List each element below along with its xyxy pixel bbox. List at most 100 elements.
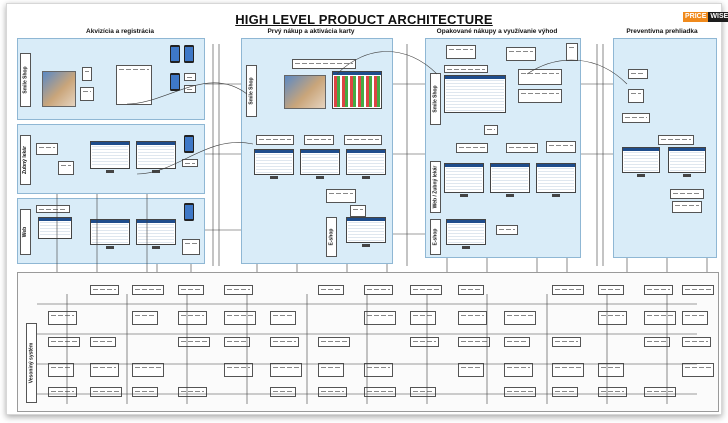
- store-badge-apple: [184, 73, 196, 81]
- monitor-stand: [362, 176, 370, 179]
- pricewise-logo: PRICE WISE: [683, 12, 728, 22]
- pos-screen: [332, 71, 382, 109]
- system-process-box: [410, 387, 436, 397]
- monitor-stand: [316, 176, 324, 179]
- registration-form: [116, 65, 152, 105]
- monitor-stand: [460, 194, 468, 197]
- flyer-card: [82, 67, 92, 81]
- system-process-box: [504, 363, 533, 377]
- system-process-box: [644, 285, 673, 295]
- email-note: [304, 135, 334, 145]
- checkup-note: [672, 201, 702, 213]
- system-process-box: [682, 363, 714, 377]
- column-heading-repeat-purchase: Opakované nákupy a využívanie výhod: [436, 28, 558, 35]
- mobile-app-screen: [184, 203, 194, 221]
- lane-label-system: Vesoniný systém: [26, 323, 37, 403]
- monitor-stand: [506, 194, 514, 197]
- account-screen: [300, 149, 340, 175]
- architecture-sheet: HIGH LEVEL PRODUCT ARCHITECTURE PRICE WI…: [6, 3, 728, 415]
- system-process-box: [598, 387, 627, 397]
- purchase-note: [292, 59, 356, 69]
- monitor-stand: [270, 176, 278, 179]
- pos-basket-screen: [444, 75, 506, 113]
- system-process-box: [270, 387, 296, 397]
- system-process-box: [318, 285, 344, 295]
- lane-label-web-zubny-lekar: Web / Zubný lekár: [430, 161, 441, 213]
- system-process-box: [682, 285, 714, 295]
- system-process-box: [682, 337, 711, 347]
- offer-note: [546, 141, 576, 153]
- system-process-box: [364, 363, 393, 377]
- system-process-box: [504, 311, 536, 325]
- system-process-box: [178, 311, 207, 325]
- mobile-app-screen: [170, 45, 180, 63]
- panel-first-purchase: Smile Shop E-shop: [241, 38, 393, 264]
- activation-email-screen: [254, 149, 294, 175]
- system-process-box: [270, 363, 302, 377]
- activation-screen: [136, 141, 176, 169]
- system-section: Vesoniný systém: [17, 272, 719, 412]
- monitor-stand: [106, 170, 114, 173]
- column-heading-preventive: Preventívna prehliadka: [626, 28, 698, 35]
- web-registration-screen: [90, 219, 130, 245]
- system-process-box: [504, 387, 536, 397]
- web-source-note: [36, 205, 70, 213]
- system-process-box: [458, 311, 487, 325]
- store-photo: [284, 75, 326, 109]
- confirmation-note: [326, 189, 356, 203]
- system-process-box: [552, 285, 584, 295]
- loyalty-note: [446, 45, 476, 59]
- print-material: [80, 87, 94, 101]
- mobile-app-screen: [184, 45, 194, 63]
- system-process-box: [682, 311, 708, 325]
- logo-part-2: WISE: [708, 12, 728, 22]
- system-process-box: [410, 285, 442, 295]
- system-process-box: [90, 387, 122, 397]
- system-process-box: [318, 363, 344, 377]
- dentist-note: [36, 143, 58, 155]
- reservation-note: [622, 113, 650, 123]
- purchase-note: [444, 65, 488, 73]
- lane-label-eshop: E-shop: [326, 217, 337, 257]
- system-process-box: [48, 311, 77, 325]
- lane-smile-shop-acquisition: Smile Shop: [17, 38, 205, 120]
- system-process-box: [224, 285, 253, 295]
- system-process-box: [48, 363, 74, 377]
- web-landing-screen: [38, 217, 72, 239]
- sms-note: [344, 135, 382, 145]
- lane-zubny-lekar-acquisition: Zubný lekár: [17, 124, 205, 194]
- system-process-box: [270, 337, 299, 347]
- system-process-box: [644, 387, 676, 397]
- system-process-box: [178, 337, 210, 347]
- column-heading-acquisition: Akvizícia a registrácia: [86, 28, 154, 35]
- system-process-box: [132, 285, 164, 295]
- web-offer-screen: [444, 163, 484, 193]
- system-process-box: [132, 363, 164, 377]
- system-process-box: [90, 285, 119, 295]
- flyer-card: [58, 161, 74, 175]
- lane-label-smile-shop: Smile Shop: [20, 53, 31, 107]
- store-badge: [182, 159, 198, 167]
- mobile-app-screen: [170, 73, 180, 91]
- system-process-box: [458, 285, 484, 295]
- monitor-stand: [462, 246, 470, 249]
- system-process-box: [552, 387, 578, 397]
- card-activation-note: [256, 135, 294, 145]
- system-process-box: [364, 311, 396, 325]
- system-process-box: [132, 311, 158, 325]
- confirmation-note: [670, 189, 704, 199]
- eshop-screen: [346, 217, 386, 243]
- flyer-card: [566, 43, 578, 61]
- shop-photo: [42, 71, 76, 107]
- monitor-stand: [152, 170, 160, 173]
- system-process-box: [364, 285, 393, 295]
- system-process-box: [48, 387, 77, 397]
- system-process-box: [410, 311, 436, 325]
- monitor-stand: [362, 244, 370, 247]
- system-process-box: [132, 387, 158, 397]
- system-process-box: [270, 311, 296, 325]
- reminder-card: [628, 89, 644, 103]
- checkmark-note: [350, 205, 366, 217]
- system-process-box: [598, 311, 627, 325]
- eshop-screen: [446, 219, 486, 245]
